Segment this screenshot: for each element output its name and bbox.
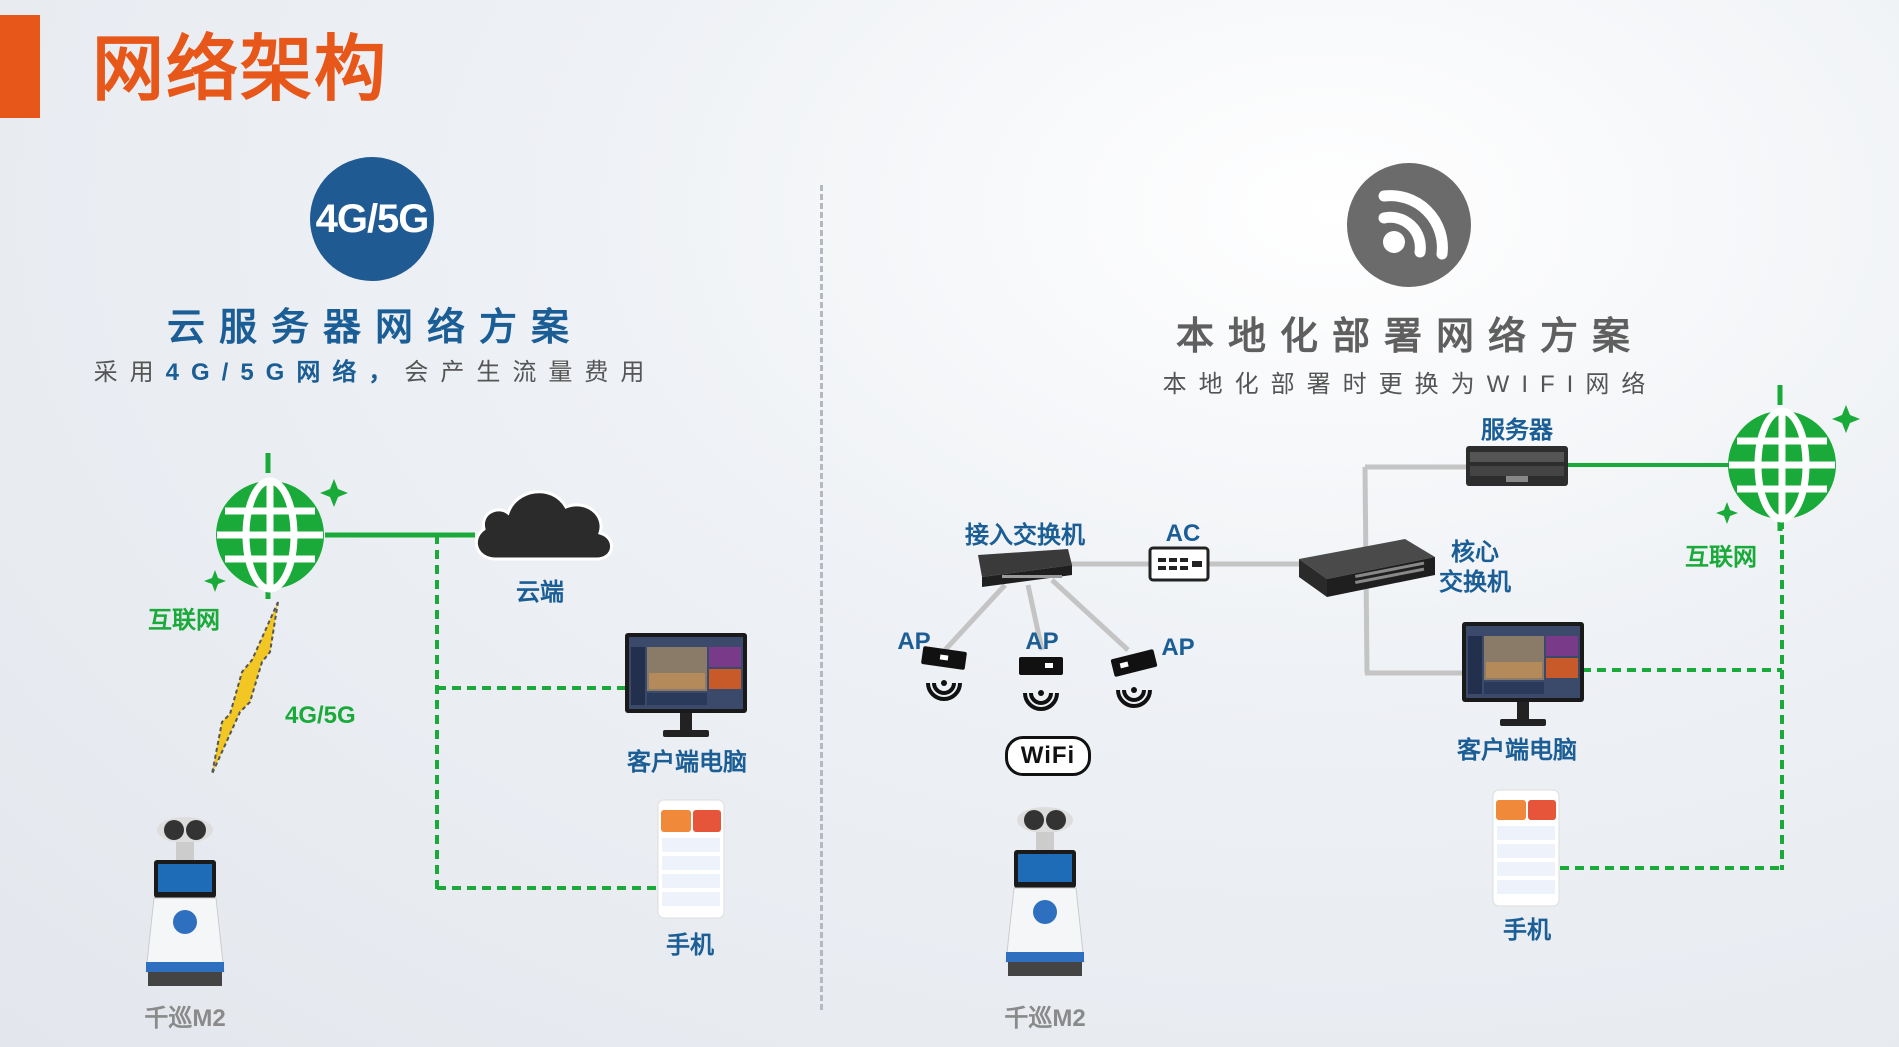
left-subtitle-emphasis: 4G/5G网络， xyxy=(165,359,405,386)
right-subtitle: 本地化部署时更换为WIFI网络 xyxy=(1162,371,1658,398)
phone-icon xyxy=(1492,789,1560,907)
left-subtitle-pre: 采用 xyxy=(93,359,166,386)
core-switch-label-line2: 交换机 xyxy=(1439,569,1511,596)
left-internet-label: 互联网 xyxy=(148,607,220,634)
monitor-icon xyxy=(1462,622,1584,726)
monitor-icon xyxy=(625,633,747,737)
right-heading: 本地化部署网络方案 xyxy=(1175,316,1644,358)
left-pc-label: 客户端电脑 xyxy=(627,749,747,776)
phone-icon xyxy=(657,799,725,919)
right-robot-label: 千巡M2 xyxy=(1004,1005,1086,1032)
access-switch-label: 接入交换机 xyxy=(965,522,1085,549)
right-pc-label: 客户端电脑 xyxy=(1457,737,1577,764)
lightning-icon xyxy=(211,601,279,775)
left-heading: 云服务器网络方案 xyxy=(166,307,583,349)
4g5g-badge: 4G/5G xyxy=(310,157,434,281)
left-phone-label: 手机 xyxy=(666,932,714,959)
section-divider xyxy=(820,185,823,1010)
globe-icon xyxy=(1716,385,1860,531)
badge-text: 4G/5G xyxy=(315,197,430,241)
robot-icon xyxy=(145,817,225,986)
right-internet-label: 互联网 xyxy=(1685,544,1757,571)
access-point-icon xyxy=(1110,649,1158,708)
ap-label-1: AP xyxy=(897,628,931,655)
ap-label-3: AP xyxy=(1161,634,1195,661)
globe-icon xyxy=(204,453,348,599)
server-icon xyxy=(1466,446,1568,486)
right-phone-label: 手机 xyxy=(1503,917,1551,944)
left-robot-label: 千巡M2 xyxy=(144,1005,226,1032)
access-point-icon xyxy=(1019,657,1063,711)
cloud-icon xyxy=(474,490,613,561)
switch-icon xyxy=(978,549,1072,587)
server-label: 服务器 xyxy=(1481,417,1553,444)
robot-icon xyxy=(1005,807,1085,976)
page-title: 网络架构 xyxy=(92,30,389,110)
wifi-logo: WiFi xyxy=(1005,736,1091,776)
core-switch-label-line1: 核心 xyxy=(1451,539,1499,566)
wifi-signal-icon xyxy=(1347,163,1471,287)
title-accent-bar xyxy=(0,15,40,118)
ac-controller-icon xyxy=(1148,546,1210,582)
switch-icon xyxy=(1299,539,1435,597)
ap-label-2: AP xyxy=(1025,628,1059,655)
cloud-label: 云端 xyxy=(516,579,564,606)
left-subtitle: 采用4G/5G网络，会产生流量费用 xyxy=(70,352,680,387)
left-4g5g-link-label: 4G/5G xyxy=(285,702,356,729)
left-subtitle-post: 会产生流量费用 xyxy=(404,359,657,386)
core-switch-label: 核心 交换机 xyxy=(1430,538,1520,598)
access-point-icon xyxy=(921,646,967,701)
ac-label: AC xyxy=(1165,520,1201,547)
